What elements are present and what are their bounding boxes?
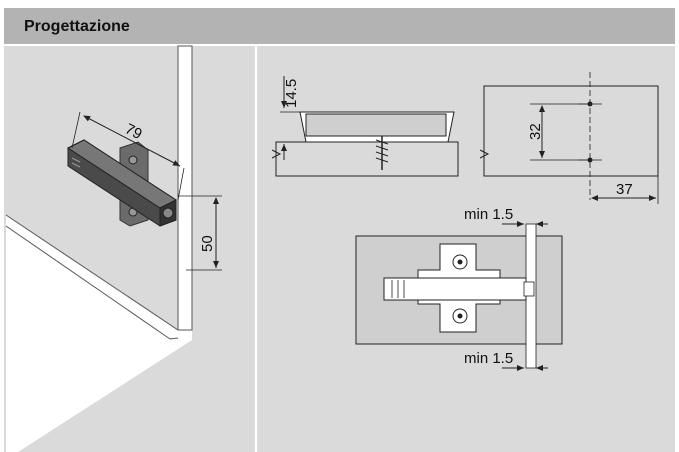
dim-79-label: 79 — [122, 120, 145, 143]
damper-left — [66, 139, 178, 227]
panel-title: Progettazione — [24, 18, 130, 35]
dim-50: 50 — [178, 195, 222, 271]
dim-min-top-label: min 1.5 — [464, 206, 513, 223]
hole-pattern-board — [483, 85, 659, 177]
view-divider — [255, 46, 257, 452]
section-view: 14.5 — [271, 76, 459, 177]
section-board — [275, 141, 459, 177]
header-divider — [4, 44, 675, 46]
panel-header: Progettazione — [4, 8, 675, 44]
dim-50-label: 50 — [199, 235, 216, 252]
cabinet-shelf — [6, 215, 192, 452]
cabinet-side-panel — [177, 45, 193, 339]
left-perspective-view: 79 50 — [5, 45, 222, 452]
plan-view: min 1.5 min 1.5 — [355, 206, 563, 371]
hole-pattern-view: 32 37 — [479, 72, 659, 204]
dim-79: 79 — [71, 111, 185, 201]
dim-37-label: 37 — [616, 181, 633, 198]
dim-14-5-label: 14.5 — [283, 79, 300, 108]
dim-min-bottom-label: min 1.5 — [464, 350, 513, 367]
dim-32-label: 32 — [527, 123, 544, 140]
